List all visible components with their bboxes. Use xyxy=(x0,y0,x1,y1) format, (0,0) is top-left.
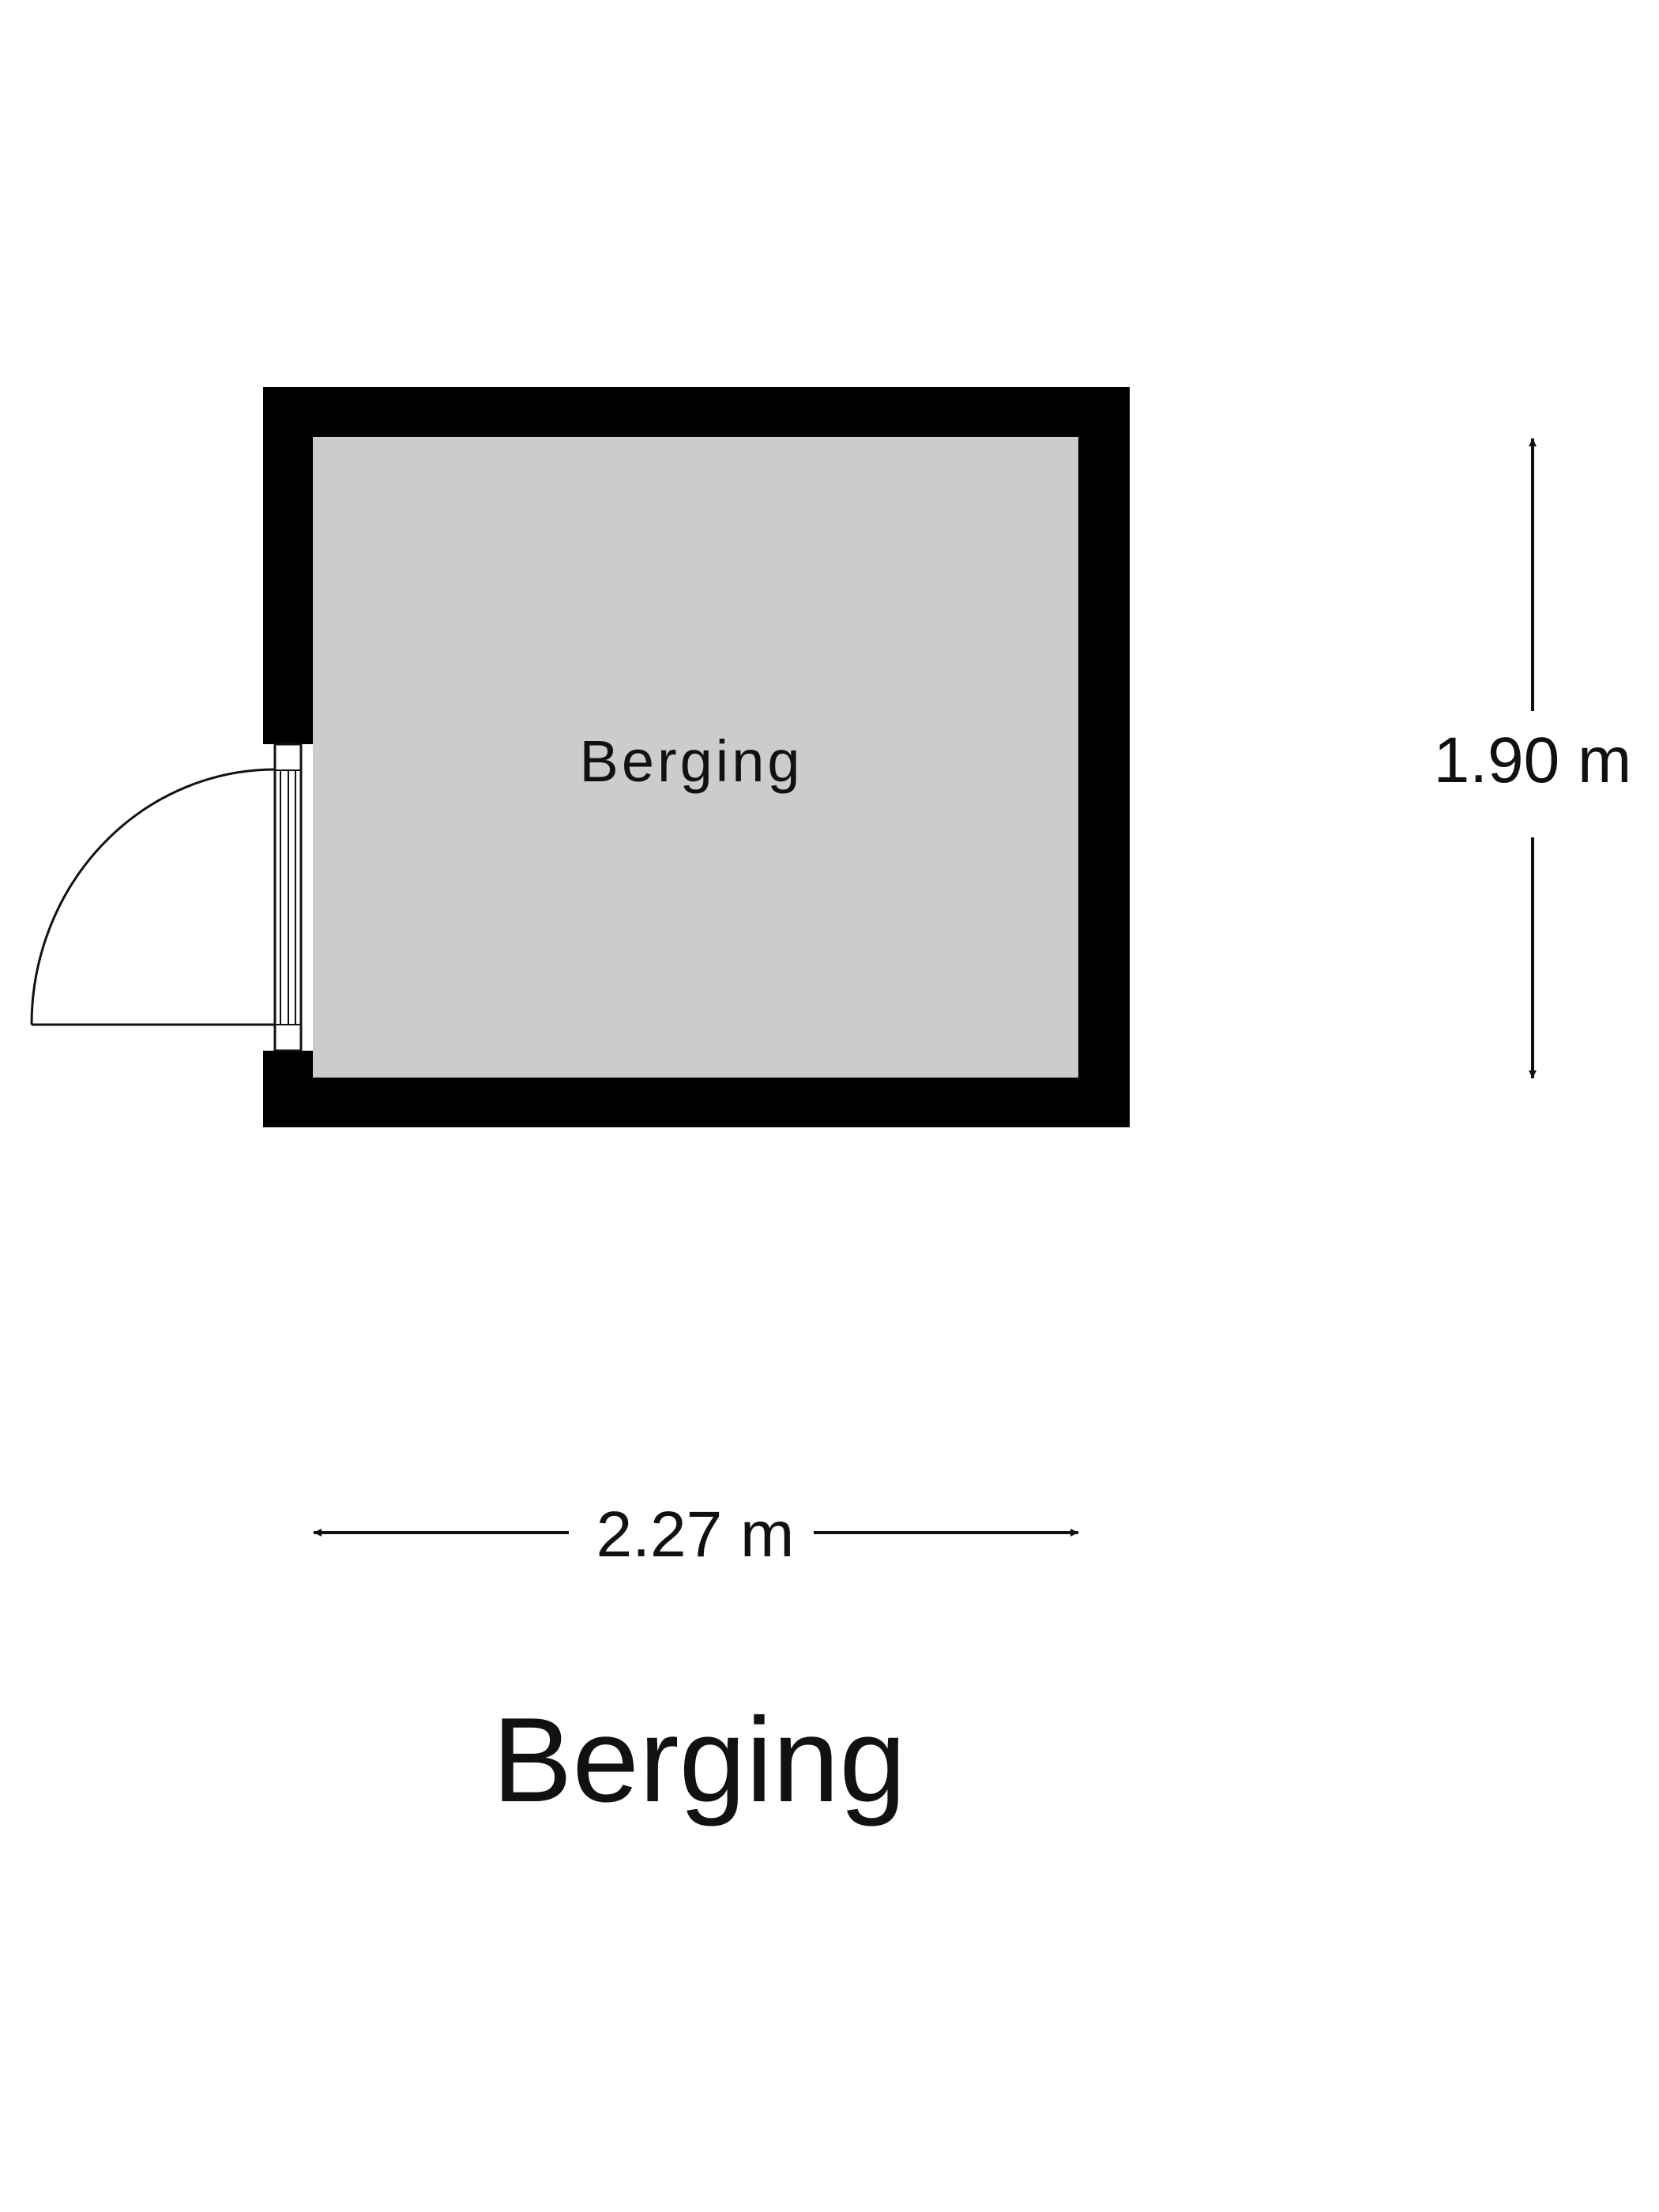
plan-title: Berging xyxy=(492,1693,906,1827)
room-label: Berging xyxy=(579,728,803,794)
height-dimension-label: 1.90 m xyxy=(1434,724,1632,796)
width-dimension: 2.27 m xyxy=(314,1499,1078,1571)
room-berging: Berging xyxy=(30,387,1130,1127)
height-dimension: 1.90 m xyxy=(1434,438,1632,1078)
room-floor xyxy=(313,437,1078,1078)
door-opening xyxy=(263,743,313,1052)
door-swing xyxy=(30,768,276,1026)
width-dimension-label: 2.27 m xyxy=(596,1499,795,1571)
